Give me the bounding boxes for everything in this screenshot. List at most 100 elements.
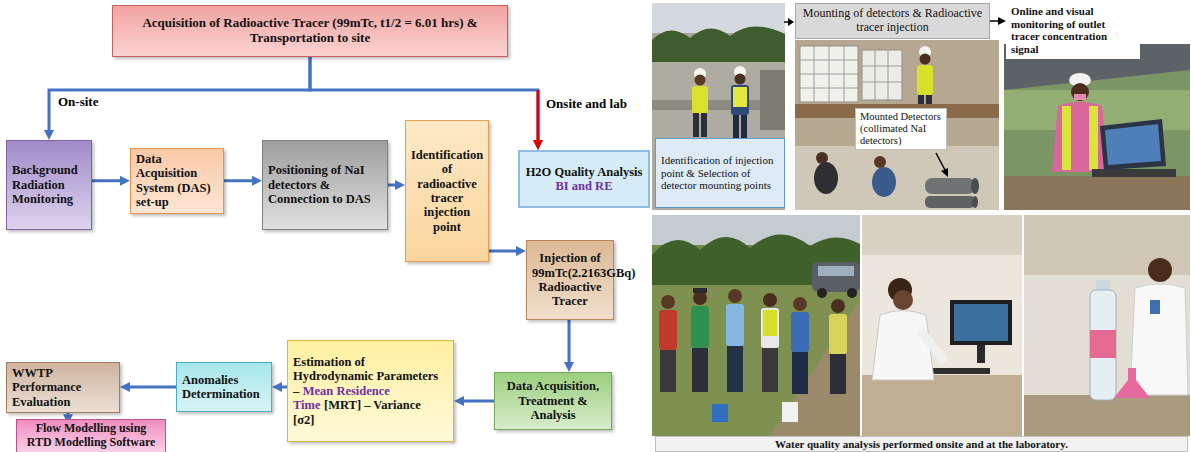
process-box: Injection of99mTc(2.2163GBq)Radioactive … — [526, 240, 614, 320]
water-quality-photo — [1024, 395, 1190, 436]
leader-arrow — [936, 153, 948, 177]
water-quality-photo — [862, 215, 1022, 436]
water-quality-photo — [831, 299, 845, 313]
detector-photo — [918, 95, 924, 104]
text-group: Data Acquisition System (DAS) set-up — [136, 152, 218, 210]
flow-arrow — [568, 320, 571, 362]
water-quality-photo — [763, 310, 777, 336]
monitoring-photo — [1100, 119, 1166, 170]
water-quality-photo — [770, 300, 860, 436]
text-group: Mounted Detectors (collimated NaI detect… — [860, 111, 942, 147]
flow-arrow — [130, 386, 176, 389]
monitoring-photo — [1089, 106, 1098, 170]
site-photo — [733, 87, 747, 107]
photo-label-box: Online and visual monitoring of outlet t… — [1006, 2, 1140, 59]
callout-box: Mounted Detectors (collimated NaI detect… — [855, 108, 947, 150]
monitoring-photo — [1092, 169, 1176, 177]
node-text: Mounted Detectors (collimated NaI detect… — [860, 111, 942, 147]
detector-photo — [862, 50, 902, 100]
step-arrow — [788, 18, 794, 26]
water-quality-photo — [1024, 215, 1190, 436]
text-group: Flow Modelling using RTD Modelling Softw… — [22, 422, 160, 450]
water-quality-photo — [1130, 284, 1188, 395]
flow-arrow — [464, 400, 494, 403]
text-group: Online and visual monitoring of outlet t… — [1011, 5, 1135, 56]
process-box: Positioning of NaI detectors & Connectio… — [262, 140, 388, 230]
water-quality-photo — [1022, 215, 1024, 436]
node-text: BI and RE — [525, 179, 643, 193]
water-quality-photo — [659, 310, 677, 350]
monitoring-photo — [1074, 94, 1086, 100]
water-quality-photo — [1090, 290, 1116, 400]
flow-arrow — [92, 179, 120, 182]
water-quality-photo — [977, 345, 985, 363]
water-quality-photo — [817, 288, 827, 298]
node-text: Radioactive Tracer — [532, 280, 608, 309]
node-text: Positioning of NaI detectors & Connectio… — [268, 163, 382, 206]
water-quality-photo — [727, 346, 743, 392]
site-photo — [693, 113, 699, 137]
water-quality-photo — [652, 215, 1190, 436]
detector-photo — [925, 178, 975, 194]
detector-photo — [874, 156, 886, 168]
detector-photo — [800, 46, 858, 102]
water-quality-photo — [652, 285, 860, 436]
water-quality-photo — [954, 304, 1008, 341]
water-quality-photo — [830, 354, 846, 394]
process-box: Flow Modelling using RTD Modelling Softw… — [16, 419, 166, 452]
text-group: Acquisition of Radioactive Tracer (99mTc… — [118, 16, 502, 46]
water-quality-photo — [782, 402, 798, 422]
water-quality-photo — [791, 312, 809, 352]
node-text: WWTP Performance Evaluation — [12, 366, 114, 409]
water-quality-photo — [920, 330, 945, 362]
monitoring-photo — [1004, 44, 1190, 210]
text-group: Estimation of Hydrodynamic Parameters –M… — [293, 355, 448, 427]
photo-label-box: Identification of injection point & Sele… — [655, 138, 785, 208]
site-photo — [652, 3, 785, 210]
text-group: Positioning of NaI detectors & Connectio… — [268, 163, 382, 206]
site-photo — [741, 115, 747, 138]
node-text: Anomalies Determination — [182, 373, 266, 402]
text-group: H2O Quality AnalysisBI and RE — [525, 165, 643, 194]
node-text: Data Acquisition System (DAS) set-up — [136, 152, 218, 210]
detector-photo — [972, 196, 978, 208]
node-text: Acquisition of Radioactive Tracer (99mTc… — [118, 16, 502, 46]
water-quality-photo — [792, 352, 808, 394]
node-text: 99mTc(2.2163GBq) — [532, 266, 608, 280]
monitoring-photo — [1071, 83, 1089, 101]
node-text: Identification of radioactive tracer inj… — [411, 148, 483, 234]
monitoring-photo — [1004, 176, 1190, 210]
detector-photo — [917, 65, 933, 95]
water-quality-photo — [693, 288, 707, 293]
site-photo — [735, 74, 746, 85]
detector-photo — [862, 50, 902, 100]
flow-arrow — [990, 20, 998, 22]
node-text: Online and visual monitoring of outlet t… — [1011, 5, 1135, 56]
step-arrow — [784, 18, 794, 26]
process-box: Estimation of Hydrodynamic Parameters –M… — [287, 340, 454, 442]
water-quality-photo — [1090, 330, 1116, 358]
water-quality-photo — [862, 375, 1022, 436]
water-quality-photo — [818, 266, 854, 276]
node-text: Data Acquisition, Treatment & Analysis — [500, 379, 606, 422]
water-quality-photo — [862, 215, 1022, 255]
process-box: WWTP Performance Evaluation — [6, 362, 120, 413]
site-photo — [695, 75, 706, 86]
text-group: Identification of injection point & Sele… — [661, 154, 779, 192]
process-box: Data Acquisition, Treatment & Analysis — [494, 372, 612, 430]
water-quality-photo — [860, 215, 862, 436]
leader-arrow — [936, 153, 945, 170]
flow-label: On-site — [58, 94, 98, 110]
site-photo — [701, 113, 707, 137]
water-quality-photo — [652, 215, 860, 436]
detector-photo — [872, 167, 896, 197]
monitoring-photo — [1004, 44, 1190, 210]
flow-arrow — [67, 413, 70, 414]
water-quality-photo — [829, 314, 847, 354]
water-quality-photo — [847, 288, 857, 298]
leader-arrow — [941, 168, 948, 177]
detector-photo — [925, 196, 975, 208]
water-quality-photo — [691, 306, 709, 348]
water-quality-photo — [930, 368, 990, 374]
flow-label: Onsite and lab — [546, 96, 627, 112]
